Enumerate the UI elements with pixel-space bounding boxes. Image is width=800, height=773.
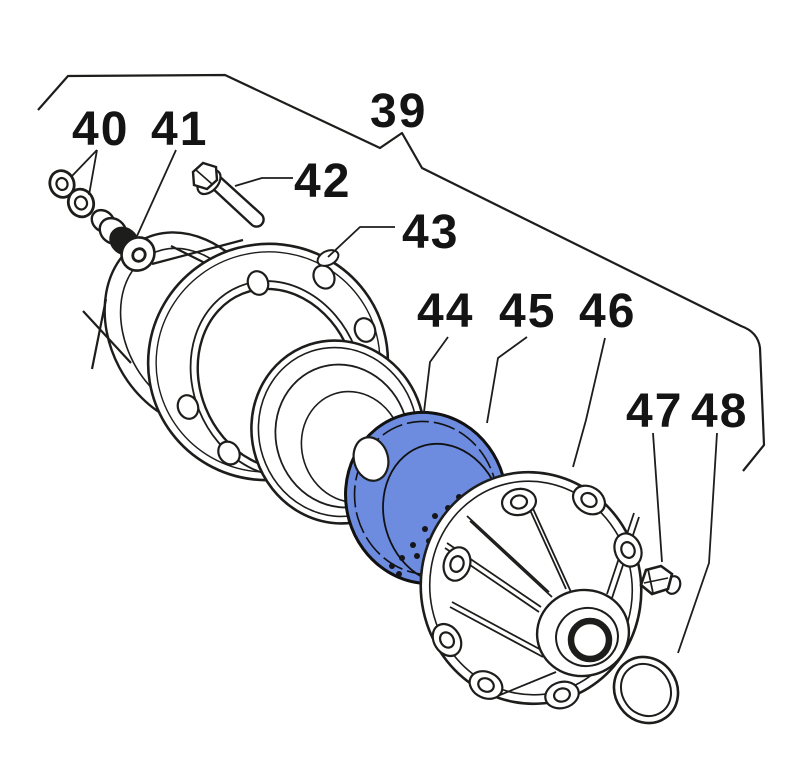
leader-41	[136, 149, 177, 237]
bell-ribs	[82, 238, 244, 370]
label-45: 45	[499, 285, 556, 338]
group-39-bracket	[37, 73, 766, 472]
part-41-fitting	[90, 208, 156, 272]
label-46: 46	[579, 285, 636, 338]
leader-46	[572, 337, 606, 468]
leader-40b	[88, 149, 98, 196]
leader-40a	[71, 149, 98, 177]
leader-48	[677, 432, 718, 654]
flange-boss	[316, 249, 340, 267]
head-ear-bosses	[431, 484, 643, 710]
label-39: 39	[370, 85, 427, 138]
part-48-o-ring	[612, 655, 680, 725]
leader-43	[327, 226, 395, 258]
label-40: 40	[72, 103, 129, 156]
label-44: 44	[417, 285, 474, 338]
label-43: 43	[402, 206, 459, 259]
leader-45	[486, 336, 528, 424]
leader-47	[652, 432, 663, 563]
leader-42	[234, 177, 293, 187]
hub-circle	[352, 436, 390, 482]
part-46-pump-head	[419, 470, 643, 710]
part-47-hex-plug	[639, 564, 682, 596]
flange-bolt-holes	[176, 264, 377, 466]
part-42-bolt	[191, 161, 265, 228]
label-47: 47	[626, 385, 683, 438]
label-48: 48	[691, 385, 748, 438]
part-40-washers	[48, 169, 96, 219]
leader-lines	[71, 149, 718, 654]
leader-44	[423, 336, 449, 413]
head-center-bore	[535, 588, 631, 678]
bolt-shank	[208, 174, 265, 228]
label-42: 42	[294, 155, 351, 208]
label-41: 41	[151, 103, 208, 156]
part-number-labels: 39 40 41 42 43 44 45 46 47 48	[72, 85, 748, 438]
